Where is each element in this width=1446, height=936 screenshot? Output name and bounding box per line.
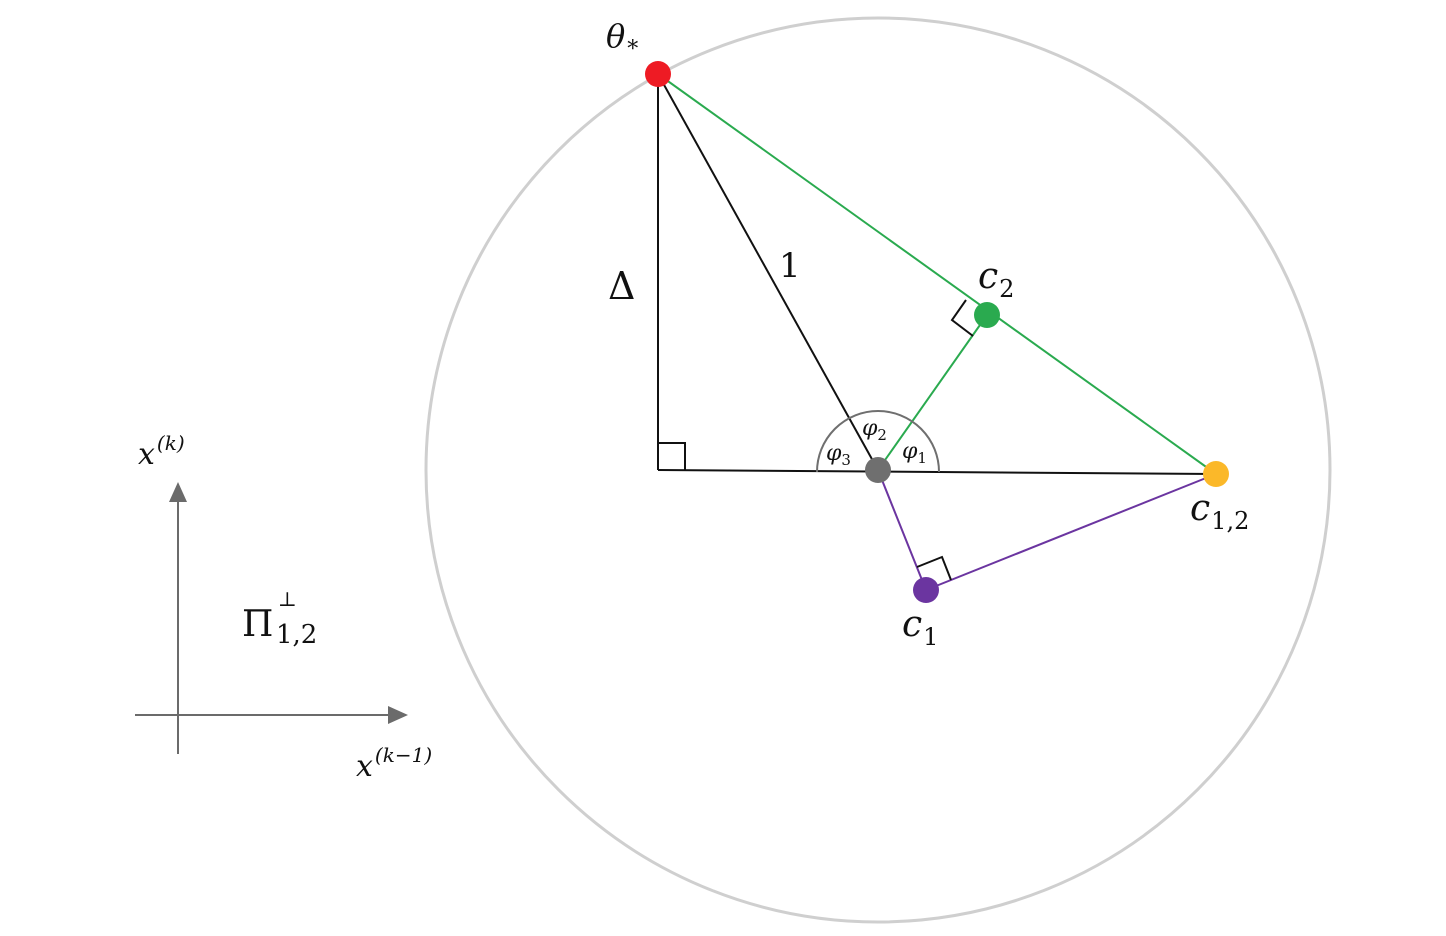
center-point [865,457,891,483]
plane-label-sup: ⊥ [278,587,297,611]
c12-label: c1,2 [1190,488,1249,535]
delta-label: Δ [608,264,635,308]
c1-label: c1 [902,604,938,651]
base-line [657,469,1217,475]
theta-star-point [645,61,671,87]
right-angle-marker-c2 [950,299,974,337]
purple-segment-center-c1 [877,469,927,591]
c2-label: c2 [978,256,1014,303]
phi3-label: φ3 [826,441,851,469]
c1-point [913,577,939,603]
green-hypotenuse [657,73,1217,475]
radius-length-label: 1 [779,246,801,286]
y-axis-label: x(k) [138,431,185,472]
phi1-label: φ1 [902,439,927,467]
phi2-label: φ2 [862,416,887,444]
x-axis-label: x(k−1) [356,743,432,784]
right-angle-marker-foot [658,442,686,470]
purple-segment-c1-c12 [925,473,1217,591]
radius-segment [657,73,879,471]
plane-label-sub: 1,2 [276,620,317,650]
plane-label: Π [242,604,273,645]
theta-star-label: θ* [606,17,638,62]
x-axis-arrowhead [388,706,408,724]
c12-point [1203,461,1229,487]
c2-point [974,302,1000,328]
green-perpendicular [877,314,988,471]
unit-circle [424,16,1332,924]
angle-arc [816,410,940,473]
y-axis-arrowhead [169,482,187,502]
right-angle-marker-c1 [916,555,952,581]
